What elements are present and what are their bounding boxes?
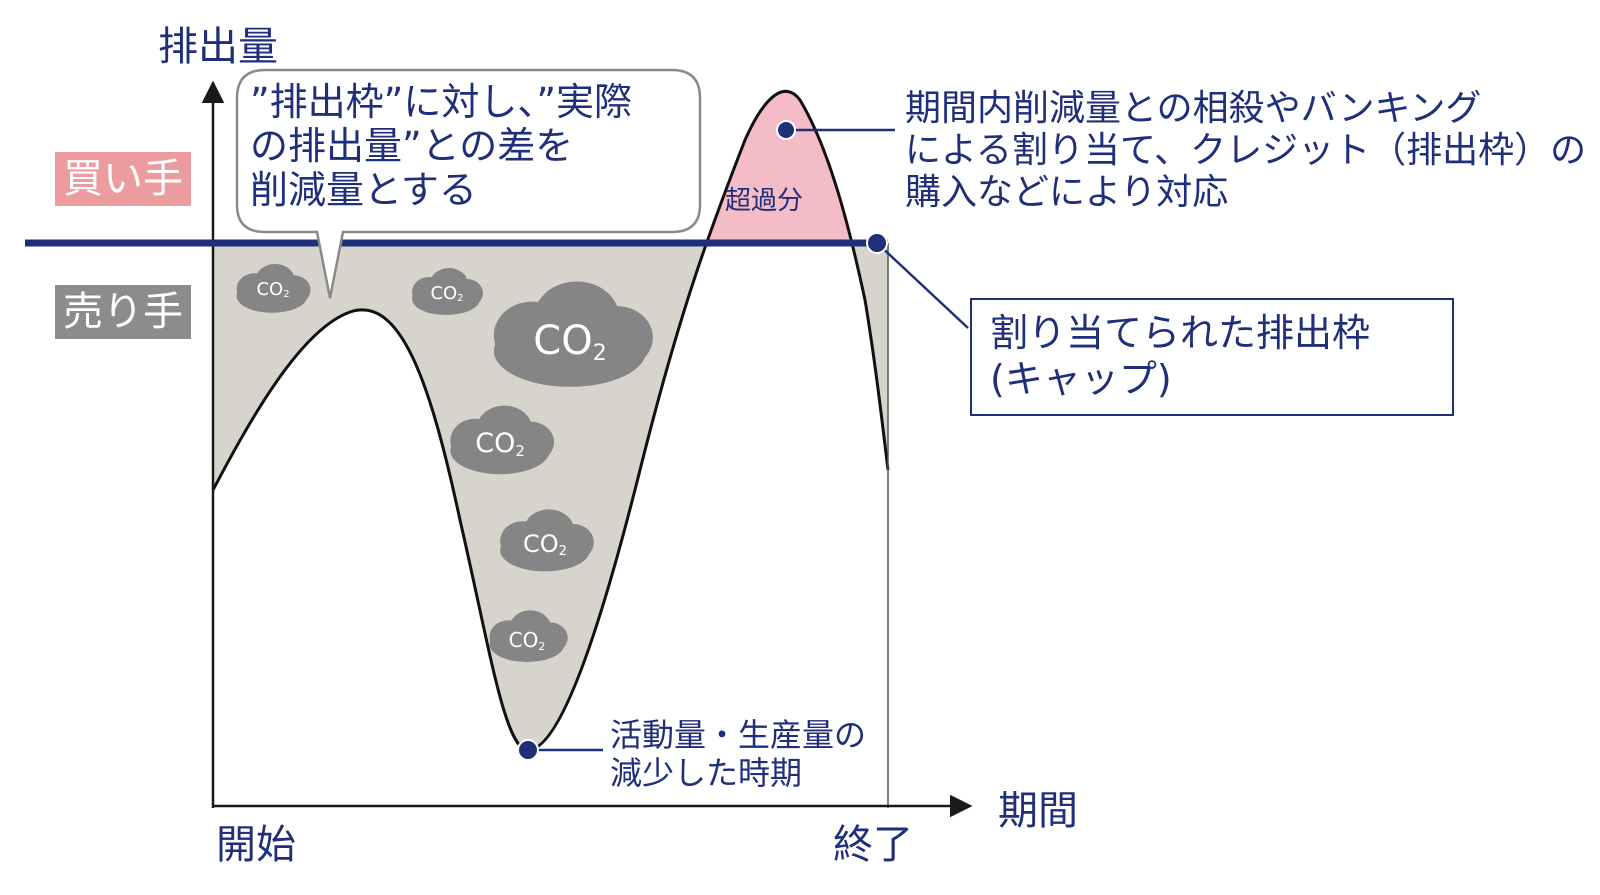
cap-leader [876, 242, 969, 329]
bubble-line-2: の排出量”との差を [250, 124, 574, 168]
co2-label-5: CO2 [522, 530, 568, 560]
excess-note-line-3: 購入などにより対応 [905, 172, 1229, 213]
co2-label-4: CO2 [475, 428, 525, 460]
seller-badge: 売り手 [55, 285, 191, 339]
excess-note-line-2: による割り当て、クレジット（排出枠）の [905, 130, 1587, 171]
cap-dot [866, 232, 888, 254]
co2-label-1: CO2 [256, 279, 290, 301]
bubble-line-3: 削減量とする [250, 168, 477, 212]
x-axis-label: 期間 [998, 788, 1078, 834]
co2-label-3: CO2 [533, 318, 607, 366]
emission-curve [211, 89, 890, 752]
dip-dot [517, 739, 539, 761]
bubble-line-1: ”排出枠”に対し、”実際 [250, 80, 633, 124]
cap-box: 割り当てられた排出枠 (キャップ) [970, 298, 1454, 416]
y-axis-label: 排出量 [158, 24, 278, 70]
speech-bubble [235, 68, 702, 299]
excess-area [213, 91, 888, 243]
end-label: 終了 [833, 822, 913, 868]
co2-label-6: CO2 [508, 628, 546, 653]
co2-cloud-4 [450, 405, 555, 475]
start-label: 開始 [216, 822, 296, 868]
co2-cloud-3 [493, 281, 653, 387]
excess-label: 超過分 [725, 186, 804, 216]
co2-cloud-6 [489, 610, 568, 662]
dip-note: 活動量・生産量の 減少した時期 [610, 716, 866, 792]
buyer-badge: 買い手 [55, 152, 191, 206]
excess-dot [776, 120, 796, 140]
bubble-text: ”排出枠”に対し、”実際 の排出量”との差を 削減量とする [250, 80, 632, 212]
dip-note-line-1: 活動量・生産量の [610, 716, 867, 754]
co2-cloud-2 [412, 268, 483, 315]
excess-note-line-1: 期間内削減量との相殺やバンキング [905, 88, 1482, 129]
co2-cloud-1 [236, 263, 311, 313]
cap-box-line-2: (キャップ) [990, 357, 1172, 401]
co2-label-2: CO2 [430, 283, 464, 305]
co2-cloud-5 [500, 509, 594, 572]
reduction-area [213, 243, 888, 750]
excess-note: 期間内削減量との相殺やバンキング による割り当て、クレジット（排出枠）の 購入な… [905, 88, 1586, 214]
dip-note-line-2: 減少した時期 [610, 754, 803, 792]
cap-box-line-1: 割り当てられた排出枠 [990, 311, 1371, 355]
